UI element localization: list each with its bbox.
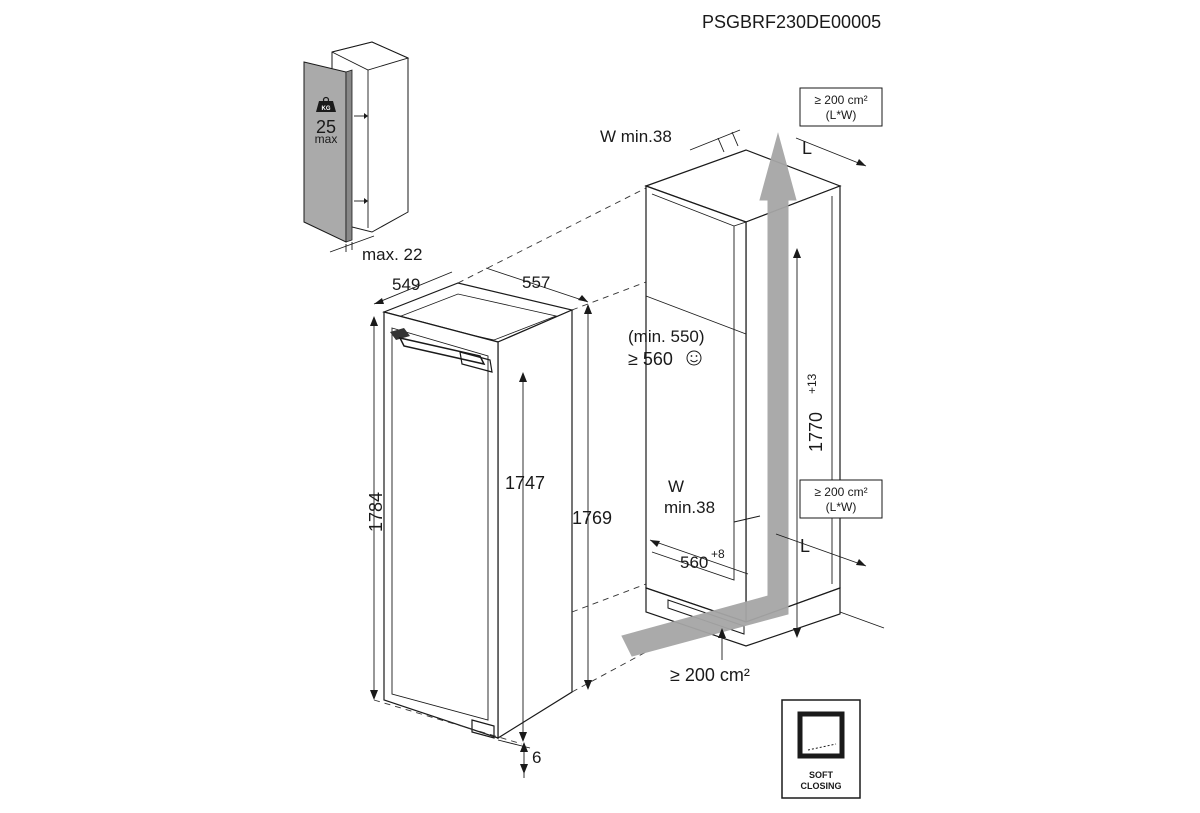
appliance-front	[383, 311, 499, 739]
top-wall-gap-tick-2	[731, 131, 739, 147]
soft-closing-door-edge	[797, 714, 842, 759]
smiley-eye-left	[690, 355, 693, 357]
niche-height-tolerance: +13	[805, 373, 819, 394]
bottom-wall-gap-line	[733, 515, 761, 523]
niche-inner-top	[733, 221, 747, 227]
projection-top-side	[571, 281, 647, 311]
top-hinge-rail	[398, 336, 486, 366]
appliance-depth-label: 549	[392, 275, 420, 294]
top-vent-area: ≥ 200 cm²	[814, 93, 867, 107]
bottom-wall-gap-w: W	[668, 477, 684, 496]
weight-icon	[316, 101, 336, 112]
niche-height-arrow-top-icon	[793, 248, 801, 258]
niche-width-line	[649, 539, 749, 575]
top-hinge-right	[459, 351, 493, 373]
appliance-door-outline	[391, 327, 489, 721]
top-vent-formula: (L*W)	[826, 108, 857, 122]
soft-closing-door-icon	[797, 711, 845, 759]
document-code: PSGBRF230DE00005	[702, 12, 881, 32]
depth-arrow-icon	[374, 298, 384, 304]
top-vent-box	[799, 87, 883, 127]
niche-inner-left	[651, 193, 735, 581]
niche-illustration: W min.38 L ≥ 200 cm² (L*W) (min. 550) ≥ …	[600, 87, 885, 685]
door-height-label: 1747	[505, 473, 545, 493]
top-hinge-left	[390, 328, 410, 340]
soft-closing-line2: CLOSING	[800, 781, 841, 791]
panel-cabinet-top	[331, 41, 410, 71]
body-height-arrow-top-icon	[584, 304, 592, 314]
weight-badge-text: KG	[322, 106, 331, 112]
bottom-L-line	[775, 533, 867, 567]
bottom-gap-ref	[497, 739, 531, 749]
niche-width-tolerance: +8	[711, 547, 725, 561]
bottom-vent-box	[799, 479, 883, 519]
depth-dimension-line	[373, 271, 453, 305]
projection-floor	[373, 699, 523, 745]
gap-label: max. 22	[362, 245, 422, 264]
soft-closing-motion-lines	[807, 743, 837, 751]
bottom-gap-arrow-top-icon	[520, 742, 528, 752]
weight-icon-handle	[322, 96, 330, 104]
soft-closing-line1: SOFT	[809, 770, 834, 780]
bottom-vent-area: ≥ 200 cm²	[814, 485, 867, 499]
body-height-label: 1769	[572, 508, 612, 528]
projection-top-back	[457, 187, 647, 284]
appliance-side	[497, 309, 573, 740]
width-arrow-icon	[578, 295, 588, 302]
niche-height-label: 1770	[806, 412, 826, 452]
appliance-illustration: 549 557 1784 1747 1769 6	[366, 187, 647, 778]
plinth-vent-label: ≥ 200 cm²	[670, 665, 750, 685]
top-L-line	[795, 137, 867, 167]
airflow-arrow-icon	[621, 132, 797, 657]
niche-min-depth-note: (min. 550)	[628, 327, 705, 346]
door-height-arrow-bottom-icon	[519, 732, 527, 742]
bottom-hinge	[471, 719, 495, 739]
total-height-arrow-top-icon	[370, 316, 378, 326]
top-L-arrow-icon	[856, 159, 866, 166]
hinge-top-arrow-icon	[364, 113, 368, 119]
plinth-vent-arrow-icon	[718, 628, 726, 638]
width-dimension-line	[485, 267, 589, 303]
bottom-gap-label: 6	[532, 748, 541, 767]
top-wall-gap-label: W min.38	[600, 127, 672, 146]
projection-base	[571, 651, 647, 693]
top-L-label: L	[802, 138, 812, 158]
soft-closing-badge: SOFT CLOSING	[781, 699, 861, 799]
body-height-arrow-bottom-icon	[584, 680, 592, 690]
niche-side	[745, 185, 841, 623]
projection-bottom	[571, 583, 647, 613]
smiley-icon	[686, 350, 702, 366]
smiley-mouth	[690, 359, 698, 363]
smiley-eye-right	[695, 355, 698, 357]
weight-value: 25	[316, 117, 336, 137]
bottom-wall-gap-min: min.38	[664, 498, 715, 517]
bottom-vent-formula: (L*W)	[826, 500, 857, 514]
hinge-bottom-arrow-icon	[364, 198, 368, 204]
door-panel-edge	[345, 69, 353, 243]
niche-depth-line	[645, 295, 747, 335]
niche-height-arrow-bottom-icon	[793, 628, 801, 638]
door-panel	[303, 61, 347, 243]
weight-unit: max	[315, 132, 338, 146]
bottom-L-arrow-icon	[856, 559, 866, 566]
bottom-L-label: L	[800, 536, 810, 556]
total-height-label: 1784	[366, 492, 386, 532]
top-wall-gap-line	[689, 129, 741, 151]
floor-line	[839, 611, 885, 629]
door-height-arrow-top-icon	[519, 372, 527, 382]
niche-width-arrow-icon	[650, 540, 660, 547]
niche-width-label: 560	[680, 553, 708, 572]
appliance-width-label: 557	[522, 273, 550, 292]
door-panel-illustration: KG 25 max max. 22	[303, 41, 422, 264]
bottom-gap-arrow-bottom-icon	[520, 764, 528, 774]
total-height-arrow-bottom-icon	[370, 690, 378, 700]
top-wall-gap-tick	[717, 137, 725, 153]
niche-depth-label: ≥ 560	[628, 349, 673, 369]
